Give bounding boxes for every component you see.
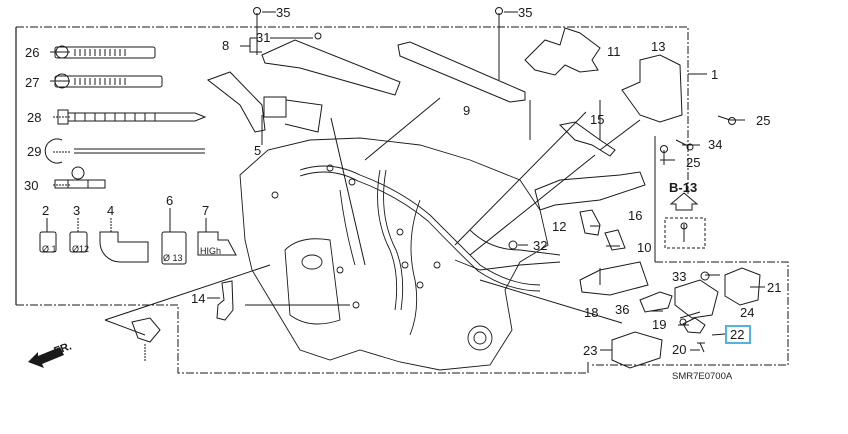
front-direction-arrow-icon [28, 347, 64, 368]
part-25-bolt-a [717, 115, 731, 121]
part-label-35b[interactable]: 35 [518, 5, 533, 20]
part-label-18[interactable]: 18 [584, 305, 599, 320]
part-label-22[interactable]: 22 [730, 327, 745, 342]
part-34-bolt [675, 139, 689, 147]
part-label-10[interactable]: 10 [637, 240, 652, 255]
part-label-33[interactable]: 33 [672, 269, 687, 284]
connector-3-marking: Ø12 [72, 244, 90, 254]
part-22-terminal [682, 317, 706, 334]
cable-tie-26 [54, 45, 156, 59]
part-label-25a[interactable]: 25 [756, 113, 771, 128]
part-36-cover [639, 291, 673, 313]
part-33-nut [700, 271, 710, 281]
part-label-6[interactable]: 6 [166, 193, 174, 208]
part-label-29[interactable]: 29 [27, 144, 42, 159]
part-35-bolt-b [495, 7, 503, 15]
part-32-nut [508, 240, 518, 250]
part-24-fuse [674, 279, 719, 319]
frame-subbox [590, 261, 789, 366]
part-label-32[interactable]: 32 [533, 238, 548, 253]
part-11-bracket [524, 27, 601, 76]
part-label-20[interactable]: 20 [672, 342, 687, 357]
part-9-cover [397, 41, 526, 103]
connector-4 [99, 231, 149, 263]
part-label-30[interactable]: 30 [24, 178, 39, 193]
connector-2-marking: Ø 1 [42, 244, 57, 254]
part-label-14[interactable]: 14 [191, 291, 206, 306]
part-label-2[interactable]: 2 [42, 203, 50, 218]
connector-7-marking: HIGh [200, 246, 222, 256]
frame-bottom-left [16, 304, 588, 374]
highlight-box [725, 325, 751, 344]
reference-label-b13[interactable]: B-13 [669, 180, 698, 195]
connector-6 [161, 231, 187, 265]
part-label-9[interactable]: 9 [463, 103, 471, 118]
part-20-bolt [697, 342, 705, 353]
part-label-7[interactable]: 7 [202, 203, 210, 218]
connector-6-marking: Ø 13 [163, 253, 183, 263]
part-label-28[interactable]: 28 [27, 110, 42, 125]
part-label-3[interactable]: 3 [73, 203, 81, 218]
part-label-16[interactable]: 16 [628, 208, 643, 223]
part-23-box [611, 331, 663, 369]
part-10-holder [604, 229, 626, 251]
clamp-29 [44, 138, 205, 164]
part-label-4[interactable]: 4 [107, 203, 115, 218]
part-8-harness [261, 39, 401, 96]
connector-3 [69, 231, 88, 253]
part-15-bracket [558, 121, 616, 157]
part-label-19[interactable]: 19 [652, 317, 667, 332]
drawing-code: SMR7E0700A [672, 371, 733, 382]
part-13-box [621, 54, 683, 123]
part-label-31[interactable]: 31 [256, 30, 271, 45]
part-35-bolt-a [253, 7, 261, 15]
part-label-27[interactable]: 27 [25, 75, 40, 90]
part-label-23[interactable]: 23 [583, 343, 598, 358]
part-label-34[interactable]: 34 [708, 137, 723, 152]
part-16-cover [534, 171, 646, 211]
part-5-sensor [206, 71, 266, 133]
part-label-12[interactable]: 12 [552, 219, 567, 234]
part-label-8[interactable]: 8 [222, 38, 230, 53]
part-label-26[interactable]: 26 [25, 45, 40, 60]
connector-bottom [131, 317, 161, 343]
part-label-36[interactable]: 36 [615, 302, 630, 317]
connector-7 [197, 231, 237, 256]
b13-arrow-icon [669, 192, 699, 211]
part-label-35a[interactable]: 35 [276, 5, 291, 20]
connector-2 [39, 231, 57, 253]
part-14-bracket [216, 280, 234, 321]
part-label-25b[interactable]: 25 [686, 155, 701, 170]
clip-30 [54, 166, 106, 189]
cable-tie-27 [54, 73, 163, 89]
part-12-holder [579, 209, 601, 236]
engine-assembly [239, 137, 561, 371]
part-label-15[interactable]: 15 [590, 112, 605, 127]
part-label-21[interactable]: 21 [767, 280, 782, 295]
part-label-1[interactable]: 1 [711, 67, 719, 82]
part-21-relay [724, 267, 761, 306]
part-label-5[interactable]: 5 [254, 143, 262, 158]
part-label-11[interactable]: 11 [607, 44, 621, 59]
b13-dashed-box [664, 217, 706, 249]
part-19-nut [679, 318, 687, 326]
part-label-24[interactable]: 24 [740, 305, 755, 320]
part-label-13[interactable]: 13 [651, 39, 666, 54]
part-18-bracket [579, 261, 649, 296]
cable-tie-28 [57, 109, 207, 125]
